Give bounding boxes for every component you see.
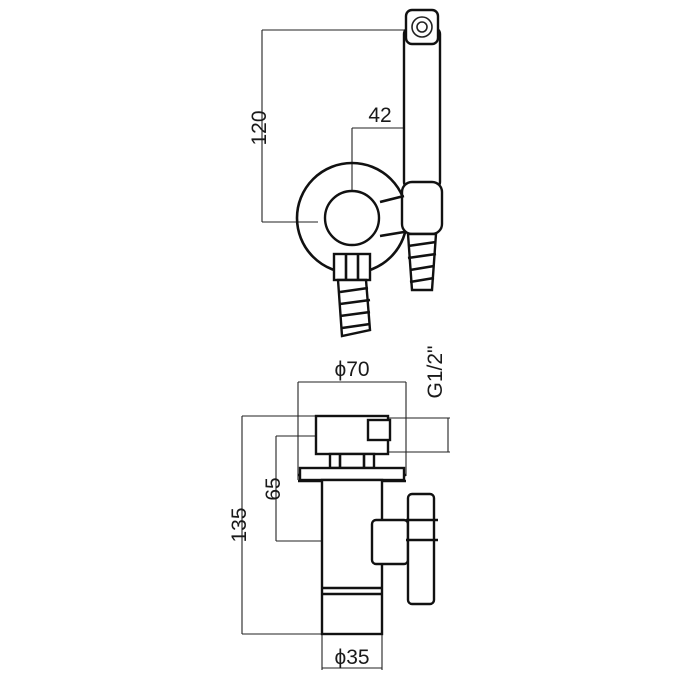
dimension-thread: G1/2" (388, 346, 450, 453)
hose-connector (332, 252, 372, 338)
dim-label-diameter-70: ϕ70 (334, 358, 369, 381)
dimension-diameter-70: ϕ70 (297, 358, 407, 480)
dimension-42: 42 (351, 104, 409, 190)
hand-shower (379, 8, 444, 292)
valve-body (298, 414, 410, 636)
top-view: 120 42 (248, 8, 444, 338)
valve-knob (323, 189, 381, 247)
dimension-120: 120 (248, 29, 410, 223)
dim-label-120: 120 (248, 110, 271, 145)
dim-label-42: 42 (368, 104, 391, 127)
dim-label-thread: G1/2" (424, 346, 447, 399)
dim-label-65: 65 (262, 477, 285, 500)
dim-label-diameter-35: ϕ35 (334, 646, 369, 669)
hand-shower-side (406, 492, 438, 606)
side-view: ϕ70 G1/2" 135 65 ϕ35 (228, 346, 450, 670)
dimension-135: 135 (228, 415, 330, 635)
dim-label-135: 135 (228, 507, 251, 542)
